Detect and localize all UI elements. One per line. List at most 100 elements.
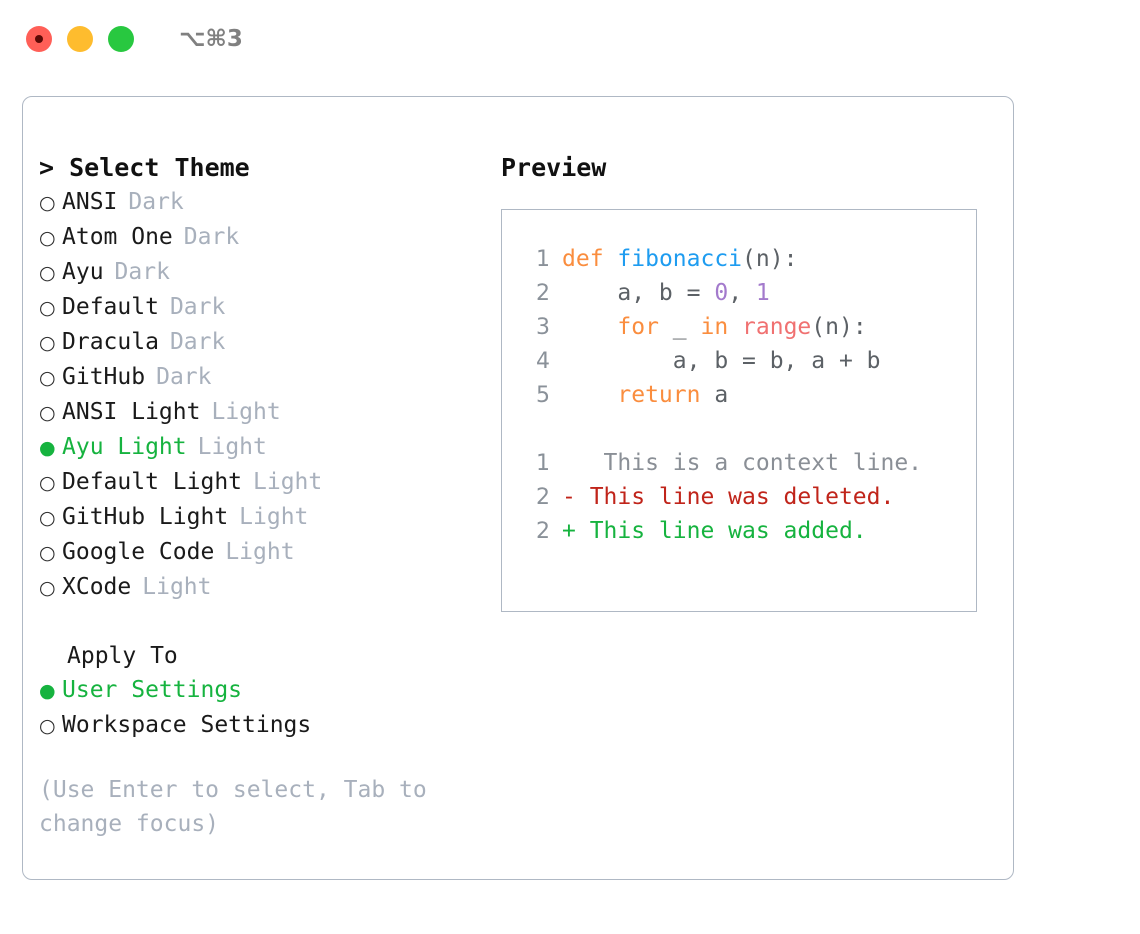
diff-line-number: 2 [536,485,550,510]
keyboard-shortcut-label: ⌥⌘3 [179,26,243,52]
code-token-num: 1 [755,280,770,306]
theme-option-google-code[interactable]: ○ Google Code Light [39,535,491,570]
keyboard-hint-text: (Use Enter to select, Tab to change focu… [39,777,427,837]
code-line-number: 4 [536,349,550,374]
window-controls [26,26,134,52]
radio-unselected-icon[interactable]: ○ [39,262,56,284]
theme-kind-label: Dark [183,224,240,250]
apply-to-option-workspace-settings[interactable]: ○ Workspace Settings [39,708,491,743]
radio-unselected-icon[interactable]: ○ [39,332,56,354]
code-token-kw: return [617,382,701,408]
code-token-pl: _ [658,314,701,340]
apply-to-list[interactable]: ● User Settings ○ Workspace Settings [39,673,491,743]
code-token-kw: def [562,246,604,272]
code-line-number: 3 [536,315,550,340]
radio-unselected-icon[interactable]: ○ [39,402,56,424]
code-token-pl [604,246,618,272]
section-spacer [39,605,491,639]
theme-name-label: XCode [62,574,132,600]
close-button[interactable] [26,26,52,52]
code-token-pl [728,314,742,340]
diff-line-del: 2- This line was deleted. [502,484,976,518]
apply-to-option-user-settings[interactable]: ● User Settings [39,673,491,708]
code-token-bif: range [742,314,812,340]
theme-name-label: Ayu [62,259,104,285]
code-line-text: a, b = 0, 1 [550,280,770,306]
theme-name-label: Google Code [62,539,215,565]
code-token-kw: for [617,314,659,340]
diff-line-add: 2 + This line was added. [502,518,976,552]
code-token-pl: a [700,382,729,408]
code-token-pl: a, b = [562,280,715,306]
code-token-pl: (n): [811,314,867,340]
radio-unselected-icon[interactable]: ○ [39,472,56,494]
theme-name-label: GitHub Light [62,504,229,530]
minimize-button[interactable] [67,26,93,52]
theme-option-default-light[interactable]: ○ Default Light Light [39,465,491,500]
code-line: 2 a, b = 0, 1 [502,280,976,314]
theme-kind-label: Light [225,539,295,565]
apply-to-label: User Settings [62,677,243,703]
radio-selected-icon[interactable]: ● [39,680,56,702]
theme-option-github[interactable]: ○ GitHub Dark [39,360,491,395]
apply-to-label: Workspace Settings [62,712,312,738]
theme-option-github-light[interactable]: ○ GitHub Light Light [39,500,491,535]
code-token-fn: fibonacci [617,246,743,272]
apply-to-heading: Apply To [67,643,178,669]
theme-kind-label: Light [253,469,323,495]
code-line: 5 return a [502,382,976,416]
zoom-button[interactable] [108,26,134,52]
theme-kind-label: Dark [114,259,170,285]
radio-unselected-icon[interactable]: ○ [39,297,56,319]
theme-name-label: Default Light [62,469,243,495]
theme-kind-label: Light [211,399,281,425]
radio-unselected-icon[interactable]: ○ [39,542,56,564]
title-bar: ⌥⌘3 [0,0,1140,78]
code-token-kw: in [700,314,729,340]
select-theme-heading: > Select Theme [39,153,250,182]
theme-name-label: Ayu Light [62,434,187,460]
code-token-num: 0 [714,280,729,306]
radio-unselected-icon[interactable]: ○ [39,367,56,389]
radio-unselected-icon[interactable]: ○ [39,227,56,249]
theme-option-xcode[interactable]: ○ XCode Light [39,570,491,605]
code-line-text: a, b = b, a + b [550,348,881,374]
theme-kind-label: Light [197,434,267,460]
theme-name-label: ANSI [62,189,118,215]
radio-unselected-icon[interactable]: ○ [39,192,56,214]
code-token-pl: , [728,280,756,306]
theme-option-ayu-light[interactable]: ● Ayu Light Light [39,430,491,465]
theme-option-ayu[interactable]: ○ Ayu Dark [39,255,491,290]
radio-unselected-icon[interactable]: ○ [39,577,56,599]
diff-line-ctx: 1 This is a context line. [502,450,976,484]
theme-name-label: Default [62,294,159,320]
code-token-pl [562,382,617,408]
code-token-pl [562,314,617,340]
theme-kind-label: Light [239,504,309,530]
theme-kind-label: Light [142,574,212,600]
theme-name-label: GitHub [62,364,146,390]
radio-unselected-icon[interactable]: ○ [39,507,56,529]
theme-option-ansi[interactable]: ○ ANSI Dark [39,185,491,220]
radio-unselected-icon[interactable]: ○ [39,715,56,737]
diff-line-number: 2 [536,519,550,544]
theme-kind-label: Dark [156,364,212,390]
preview-heading: Preview [501,153,607,182]
diff-line-text: + This line was added. [562,518,867,544]
theme-kind-label: Dark [128,189,184,215]
code-line-number: 1 [536,247,550,272]
radio-selected-icon[interactable]: ● [39,437,56,459]
code-line-text: for _ in range(n): [550,314,867,340]
